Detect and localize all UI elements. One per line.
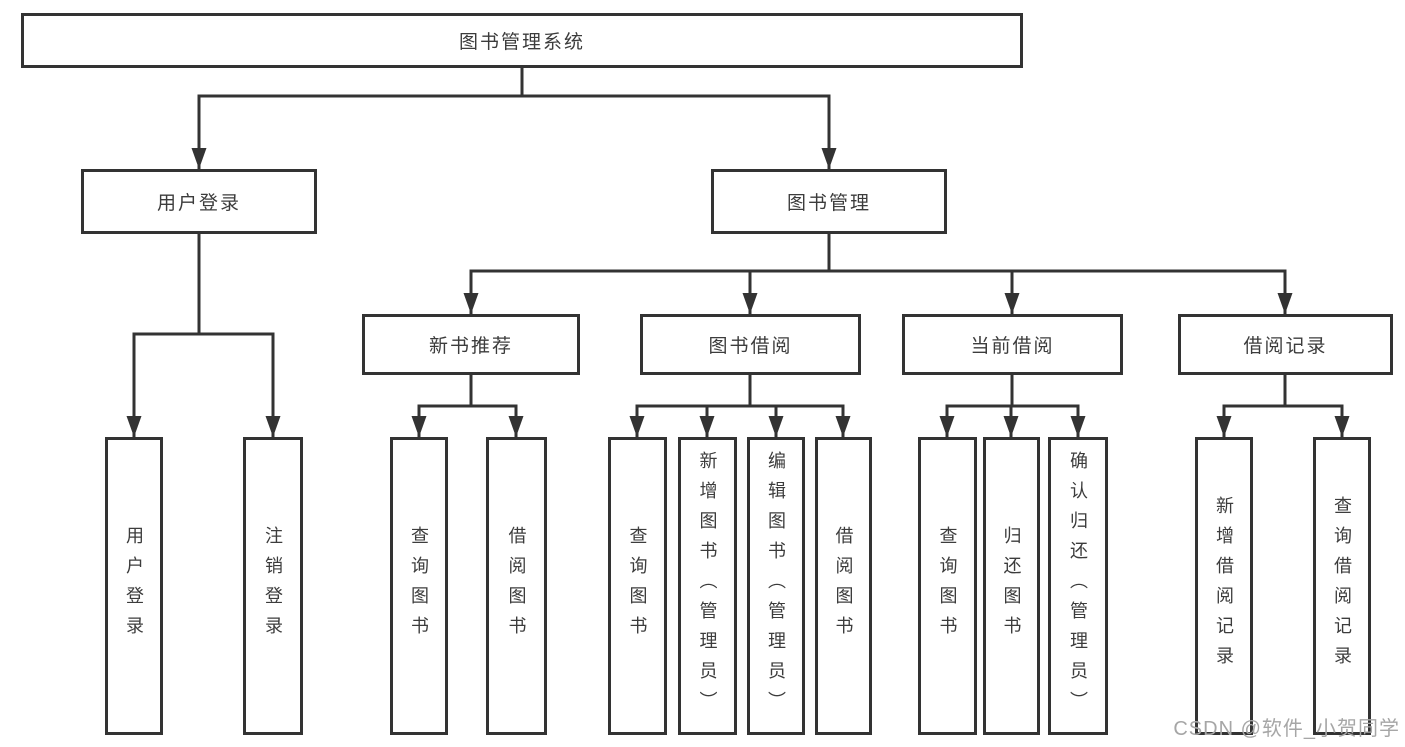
connector-book-borrow-children: [629, 375, 851, 437]
leaf-borrow-book-2: 借阅图书: [815, 437, 872, 735]
node-label: 查询借阅记录: [1332, 496, 1352, 676]
leaf-query-borrow-record: 查询借阅记录: [1313, 437, 1371, 735]
node-label: 查询图书: [937, 526, 958, 646]
node-label: 图书管理系统: [458, 32, 585, 53]
leaf-return-book: 归还图书: [983, 437, 1040, 735]
node-label: 注销登录: [263, 526, 283, 646]
connector-user-login-children: [126, 234, 281, 437]
leaf-query-book-1: 查询图书: [390, 437, 448, 735]
node-label: 图书管理: [786, 193, 871, 214]
connector-borrow-record-children: [1216, 375, 1350, 437]
node-root-system: 图书管理系统: [21, 13, 1023, 68]
node-label: 用户登录: [156, 193, 241, 214]
connector-current-borrow-children: [939, 375, 1086, 437]
connector-root-to-level2: [191, 68, 837, 169]
node-label: 用户登录: [124, 526, 144, 646]
leaf-query-book-3: 查询图书: [918, 437, 977, 735]
node-label: 当前借阅: [970, 336, 1055, 357]
node-book-management-module: 图书管理: [711, 169, 947, 234]
leaf-borrow-book-1: 借阅图书: [486, 437, 547, 735]
node-current-borrow: 当前借阅: [902, 314, 1123, 375]
node-label: 新书推荐: [428, 336, 513, 357]
node-label: 查询图书: [627, 526, 648, 646]
node-label: 图书借阅: [708, 336, 793, 357]
connector-book-mgmt-to-level3: [463, 234, 1293, 314]
node-book-borrow: 图书借阅: [640, 314, 861, 375]
leaf-add-book-admin: 新增图书（管理员）: [678, 437, 737, 735]
node-label: 新增借阅记录: [1214, 496, 1234, 676]
node-user-login-module: 用户登录: [81, 169, 317, 234]
node-label: 查询图书: [409, 526, 429, 646]
leaf-query-book-2: 查询图书: [608, 437, 667, 735]
leaf-logout: 注销登录: [243, 437, 303, 735]
leaf-add-borrow-record: 新增借阅记录: [1195, 437, 1253, 735]
leaf-edit-book-admin: 编辑图书（管理员）: [747, 437, 805, 735]
connector-new-book-children: [411, 375, 524, 437]
node-label: 编辑图书（管理员）: [766, 451, 786, 721]
csdn-watermark: CSDN @软件_小贺同学: [1173, 718, 1400, 740]
node-label: 借阅记录: [1243, 336, 1328, 357]
node-new-book-recommend: 新书推荐: [362, 314, 580, 375]
leaf-confirm-return-admin: 确认归还（管理员）: [1048, 437, 1108, 735]
node-label: 借阅图书: [506, 526, 527, 646]
leaf-user-login: 用户登录: [105, 437, 163, 735]
node-borrow-record: 借阅记录: [1178, 314, 1393, 375]
node-label: 确认归还（管理员）: [1068, 451, 1088, 721]
node-label: 归还图书: [1001, 526, 1022, 646]
node-label: 借阅图书: [833, 526, 854, 646]
node-label: 新增图书（管理员）: [697, 451, 718, 721]
